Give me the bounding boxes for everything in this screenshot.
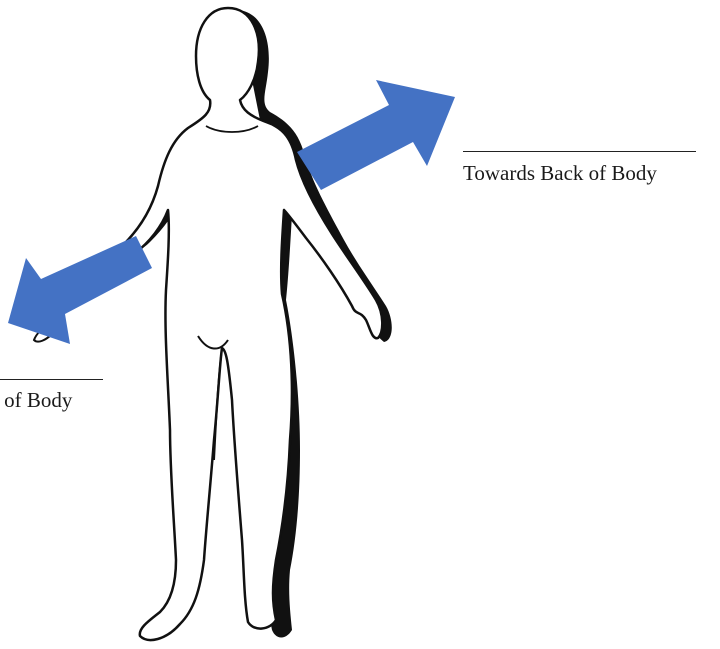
label-rule-front	[0, 379, 103, 380]
label-towards-front: t of Body	[0, 390, 72, 411]
arrow-left-down-icon	[8, 236, 152, 344]
label-towards-back: Towards Back of Body	[463, 163, 657, 184]
figure-body	[92, 8, 382, 640]
arrow-right-up-icon	[297, 80, 455, 190]
label-rule-back	[463, 151, 696, 152]
human-figure	[34, 8, 392, 640]
